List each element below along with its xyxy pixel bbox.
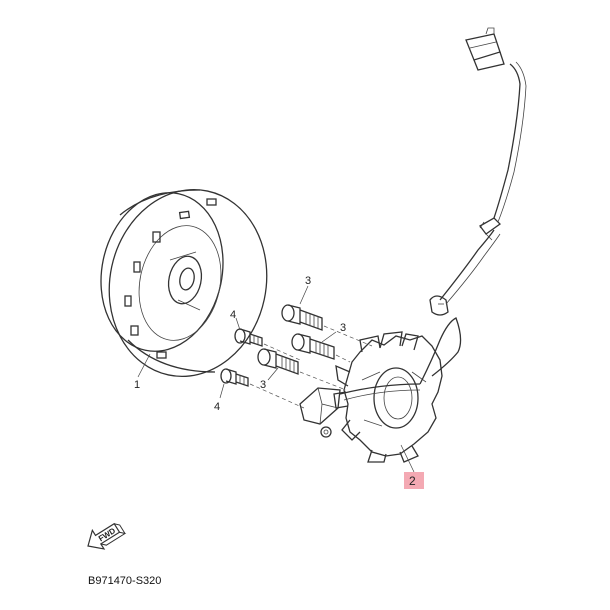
- leader-1: [137, 353, 151, 378]
- leader-3b: [321, 331, 337, 343]
- callout-3a: 3: [305, 275, 311, 287]
- leader-2: [400, 444, 415, 473]
- callout-4b: 4: [214, 401, 220, 413]
- alignment-line: [335, 354, 351, 363]
- leader-3c: [267, 367, 279, 381]
- callout-3b: 3: [340, 322, 346, 334]
- leader-4b: [219, 383, 225, 399]
- leader-3a: [299, 285, 309, 305]
- figure-code: B971470-S320: [88, 575, 161, 587]
- screw-upper: [234, 328, 263, 347]
- leader-4a: [235, 317, 241, 331]
- stator-assembly: [299, 27, 527, 463]
- callout-4a: 4: [230, 309, 236, 321]
- callout-2-highlight: [404, 472, 424, 489]
- callout-3c: 3: [260, 379, 266, 391]
- fwd-arrow-icon: FWD: [87, 522, 127, 550]
- alignment-line: [249, 383, 305, 409]
- alignment-line: [323, 325, 373, 347]
- flywheel-rotor: [100, 188, 268, 378]
- bolt-upper: [281, 304, 323, 331]
- callout-2: 2: [409, 474, 416, 488]
- callout-1: 1: [134, 379, 140, 391]
- screw-lower: [220, 368, 249, 387]
- alignment-line: [299, 371, 347, 391]
- bolt-middle: [291, 333, 335, 360]
- bolt-lower: [257, 348, 299, 375]
